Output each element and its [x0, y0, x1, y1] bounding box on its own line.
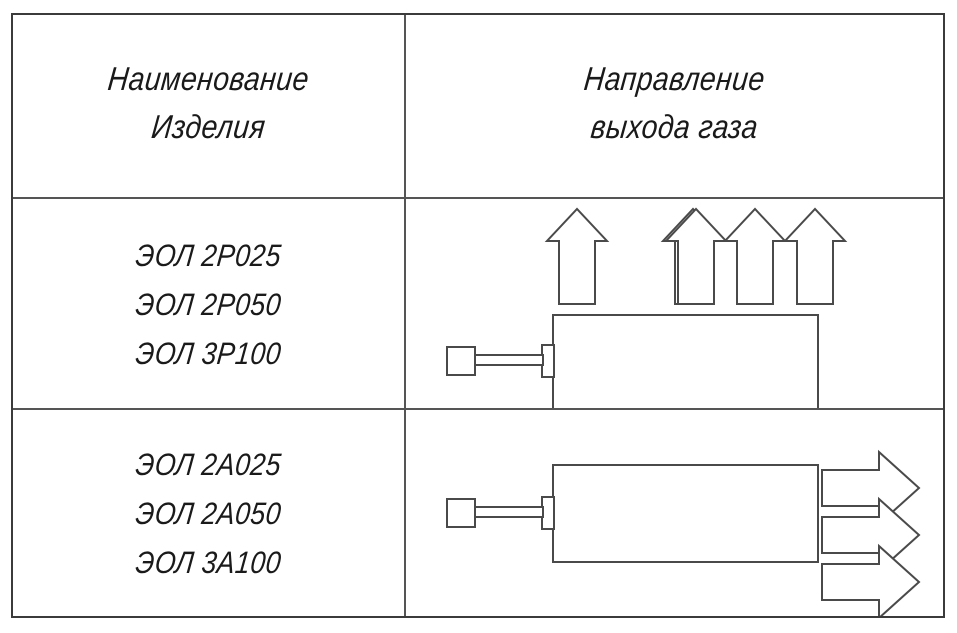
device-motor-box — [446, 498, 476, 528]
arrow-up-icon — [663, 207, 729, 305]
row-radial-diagram-cell — [406, 199, 943, 408]
product-name: ЭОЛ 2Р050 — [134, 287, 283, 322]
gas-outlet-right-diagram — [406, 410, 943, 616]
device-motor-box — [446, 346, 476, 376]
row-axial-names-cell: ЭОЛ 2А025 ЭОЛ 2А050 ЭОЛ 3А100 — [13, 410, 404, 616]
arrow-right-icon — [821, 543, 921, 616]
product-direction-table: Наименование Изделия Направление выхода … — [11, 13, 945, 618]
arrow-up-icon — [782, 207, 848, 305]
product-name: ЭОЛ 2А025 — [134, 447, 283, 482]
header-row-divider — [13, 197, 943, 199]
row-radial-names-cell: ЭОЛ 2Р025 ЭОЛ 2Р050 ЭОЛ 3Р100 — [13, 199, 404, 408]
column-divider — [404, 15, 406, 616]
device-body — [552, 464, 819, 563]
product-name: ЭОЛ 2Р025 — [134, 238, 283, 273]
device-shaft — [473, 506, 544, 518]
row-axial-product-list: ЭОЛ 2А025 ЭОЛ 2А050 ЭОЛ 3А100 — [13, 440, 404, 587]
row-divider — [13, 408, 943, 410]
header-cell-name: Наименование Изделия — [13, 15, 404, 197]
arrow-up-icon — [722, 207, 788, 305]
header-cell-direction: Направление выхода газа — [406, 15, 943, 197]
device-shaft — [473, 354, 544, 366]
row-axial-diagram-cell — [406, 410, 943, 616]
arrow-up-icon — [544, 207, 610, 305]
product-name: ЭОЛ 3Р100 — [134, 336, 283, 371]
header-direction-line-1: Направление — [582, 60, 767, 97]
gas-outlet-right-svg — [446, 449, 921, 616]
header-direction-line-2: выхода газа — [589, 108, 760, 145]
gas-outlet-up-diagram — [406, 199, 943, 408]
arrow-group-up — [544, 207, 848, 305]
gas-outlet-up-svg — [446, 207, 848, 408]
arrow-group-right — [821, 449, 921, 616]
product-name: ЭОЛ 2А050 — [134, 496, 283, 531]
header-name-line-2: Изделия — [149, 108, 268, 145]
product-name: ЭОЛ 3А100 — [134, 545, 283, 580]
header-name-line-1: Наименование — [106, 60, 312, 97]
header-name-text: Наименование Изделия — [13, 55, 404, 151]
header-direction-text: Направление выхода газа — [406, 55, 943, 151]
arrow-right-icon — [821, 449, 921, 527]
row-radial-product-list: ЭОЛ 2Р025 ЭОЛ 2Р050 ЭОЛ 3Р100 — [13, 231, 404, 378]
arrow-right-icon — [821, 496, 921, 574]
device-body — [552, 314, 819, 408]
